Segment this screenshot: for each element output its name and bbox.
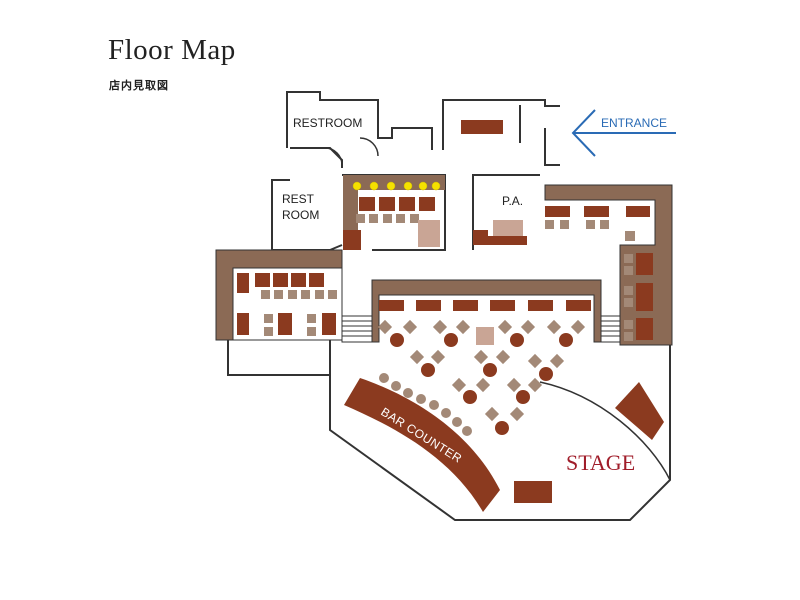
center-banquette — [371, 279, 602, 343]
table-group — [473, 349, 511, 377]
page-subtitle: 店内見取図 — [109, 80, 169, 92]
table-group — [546, 319, 586, 347]
arrow-left-icon — [571, 109, 676, 157]
right-booth-chairs — [545, 220, 635, 341]
bar-counter — [344, 378, 500, 512]
top-booth-counter — [418, 220, 440, 247]
pa-desk — [493, 220, 523, 236]
entrance-label: ENTRANCE — [601, 116, 667, 130]
top-booth-tables — [359, 197, 435, 211]
light-icon — [352, 181, 441, 191]
pa-desk-frame — [473, 230, 527, 245]
door-swing — [324, 147, 343, 166]
top-booth-chairs — [356, 214, 419, 223]
stage-edge — [539, 381, 671, 481]
table-group — [527, 353, 565, 381]
right-booth-tables — [545, 206, 653, 340]
stage-label: STAGE — [566, 450, 635, 475]
table-group — [377, 319, 418, 347]
left-booth-tables — [237, 273, 336, 335]
rest-room-label-2: ROOM — [282, 208, 319, 222]
center-banquette-tables — [379, 300, 591, 311]
door-swing — [359, 137, 379, 157]
table-group — [506, 377, 543, 404]
center-post — [476, 327, 494, 345]
pa-label: P.A. — [502, 194, 523, 208]
page-title: Floor Map — [108, 34, 236, 66]
restroom-label: RESTROOM — [293, 116, 362, 130]
table-group — [451, 377, 491, 404]
table-group — [497, 319, 536, 347]
stairs-right — [600, 315, 621, 343]
rest-room-label-1: REST — [282, 192, 315, 206]
top-booth-wall — [343, 175, 445, 230]
entrance-cabinet — [461, 120, 503, 134]
bar-stools — [379, 373, 472, 436]
stairs-left — [341, 315, 373, 343]
left-booth-chairs — [261, 290, 337, 336]
table-group — [409, 349, 446, 377]
table-group — [484, 406, 525, 435]
top-booth-block — [343, 230, 361, 250]
stage-piano — [615, 382, 664, 440]
table-group — [432, 319, 471, 347]
stage-box — [514, 481, 552, 503]
